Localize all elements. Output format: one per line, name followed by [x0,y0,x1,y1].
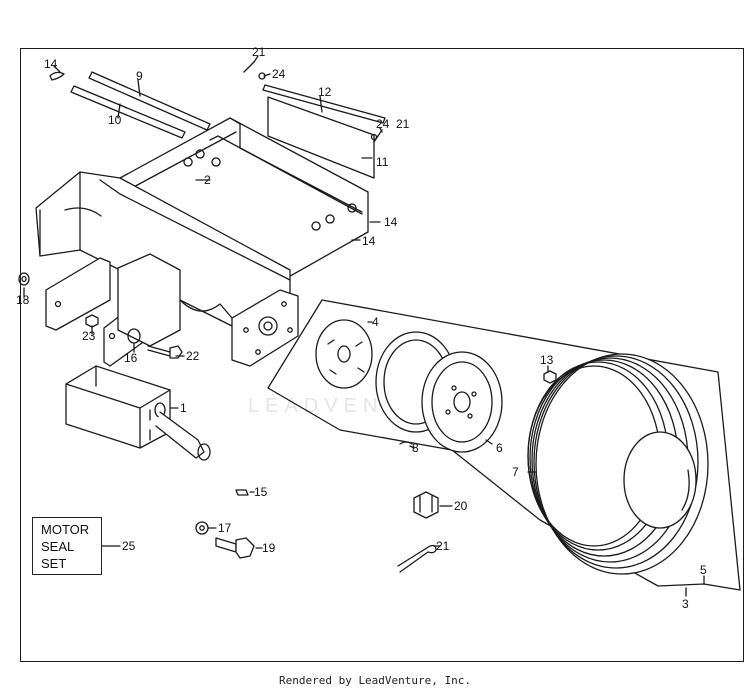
label-9: 9 [136,69,143,83]
label-13: 13 [540,353,554,367]
label-12: 12 [318,85,332,99]
label-18: 18 [16,293,30,307]
label-21-right: 21 [396,117,410,131]
washer-17 [195,521,209,535]
ring-24-right [370,133,378,141]
label-4: 4 [372,315,379,329]
label-24-top: 24 [272,67,286,81]
pin-14-top [49,71,65,81]
bushing-16 [127,328,141,344]
label-23: 23 [82,329,96,343]
label-14-low: 14 [362,234,376,248]
label-21-low: 21 [436,539,450,553]
rim-6 [375,331,503,453]
label-3: 3 [682,597,689,611]
bracket-left [45,257,111,331]
tire-7 [527,353,709,575]
motor-seal-line-1: MOTOR [41,522,90,537]
guard-11 [267,96,375,179]
label-8: 8 [412,441,419,455]
label-19: 19 [262,541,276,555]
label-22: 22 [186,349,200,363]
clip-15 [235,489,249,496]
label-24-right: 24 [376,117,390,131]
label-6: 6 [496,441,503,455]
motor-seal-set-box: MOTOR SEAL SET [32,517,102,575]
motor-1 [65,365,211,461]
end-plate [231,289,299,367]
diagram-frame [20,48,744,662]
nut-23 [85,314,99,328]
label-25: 25 [122,539,136,553]
label-5: 5 [700,563,707,577]
label-14-mid: 14 [384,215,398,229]
mount-block [117,253,233,347]
castle-nut-20 [413,491,439,519]
label-7: 7 [512,465,519,479]
wheel-assy-boundary [267,299,741,591]
valve-8 [399,441,413,445]
motor-seal-line-3: SET [41,556,67,571]
shaft-12 [262,84,386,124]
label-16: 16 [124,351,138,365]
hub-plate-4 [315,319,373,389]
label-14-top: 14 [44,57,58,71]
motor-seal-line-2: SEAL [41,539,75,554]
pin-21-right [373,129,383,143]
label-17: 17 [218,521,232,535]
frame-2 [119,117,369,293]
label-21-top: 21 [252,45,266,59]
nut-13 [543,370,557,384]
washer-18 [18,272,30,286]
label-11: 11 [376,155,389,169]
label-15: 15 [254,485,268,499]
cotter-pin-21 [397,544,437,573]
label-10: 10 [108,113,122,127]
pin-21-top [243,61,255,73]
label-1: 1 [180,401,187,415]
footer-credit: Rendered by LeadVenture, Inc. [278,674,472,687]
bolt-19 [215,537,255,559]
rod-10 [70,85,186,139]
label-20: 20 [454,499,468,513]
bolt-22 [147,345,171,357]
label-2: 2 [204,173,211,187]
